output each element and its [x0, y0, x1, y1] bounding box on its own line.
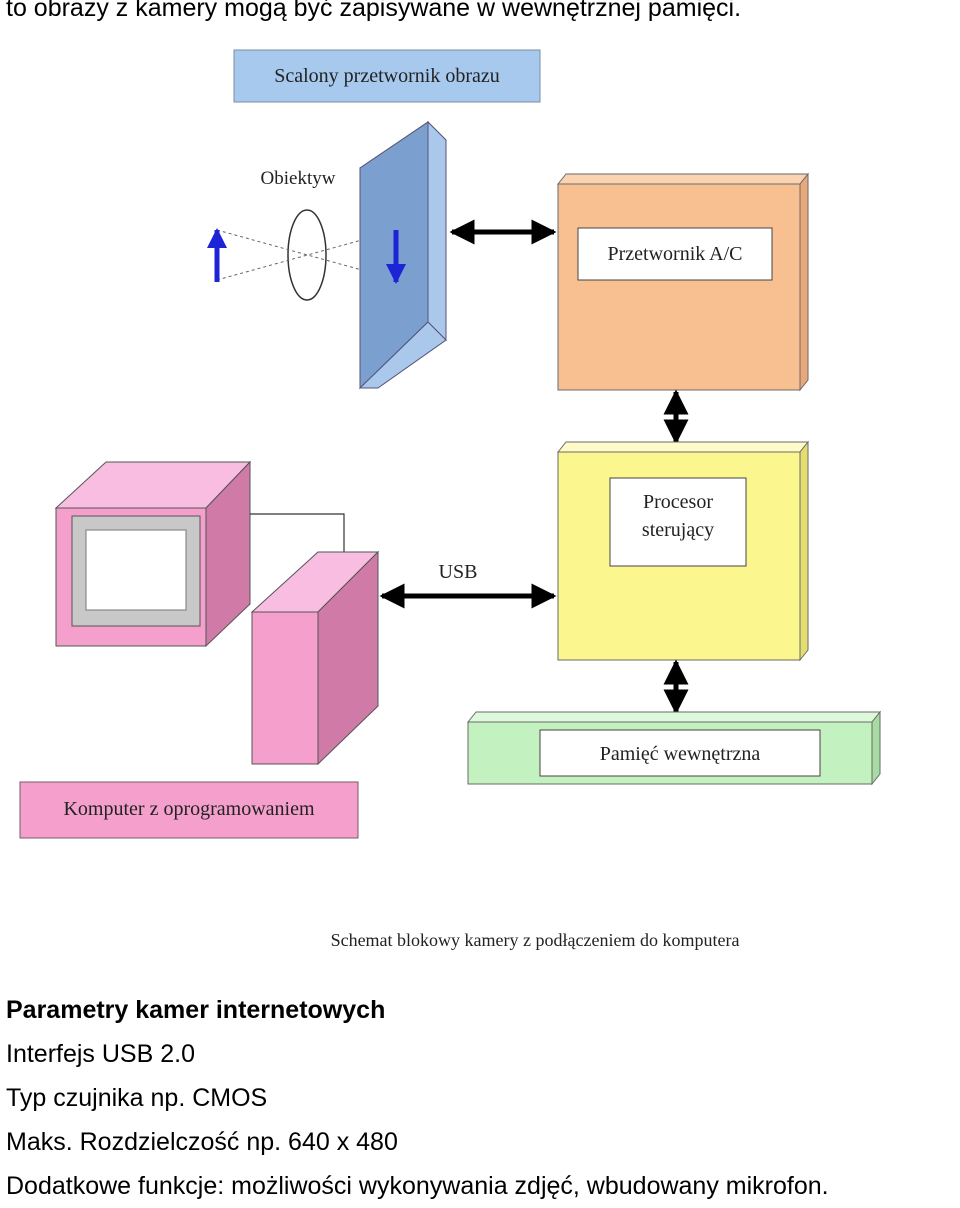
- parameters-section: Parametry kamer internetowych Interfejs …: [6, 988, 829, 1208]
- sensor-label-box: Scalony przetwornik obrazu: [233, 49, 541, 103]
- parameters-title: Parametry kamer internetowych: [6, 996, 386, 1024]
- computer-tower: [250, 550, 380, 766]
- memory-label: Pamięć wewnętrzna: [600, 743, 761, 765]
- sensor-label: Scalony przetwornik obrazu: [274, 65, 499, 87]
- image-sensor-panel: [358, 120, 447, 390]
- lens-label: Obiektyw: [261, 168, 336, 189]
- monitor-cable: [250, 513, 345, 552]
- parameter-line-sensor: Typ czujnika np. CMOS: [6, 1084, 268, 1112]
- parameter-line-features: Dodatkowe funkcje: możliwości wykonywani…: [6, 1172, 829, 1200]
- adc-label: Przetwornik A/C: [608, 243, 743, 265]
- parameter-line-interface: Interfejs USB 2.0: [6, 1040, 195, 1068]
- camera-block-diagram: Scalony przetwornik obrazu Obiektyw Prze…: [19, 49, 882, 950]
- computer-label-box: Komputer z oprogramowaniem: [19, 781, 359, 839]
- adc-block: Przetwornik A/C: [556, 172, 810, 392]
- cpu-label-line1: Procesor: [643, 491, 713, 513]
- intro-text: to obrazy z kamery mogą być zapisywane w…: [6, 0, 742, 22]
- computer-label: Komputer z oprogramowaniem: [63, 798, 314, 820]
- memory-block: Pamięć wewnętrzna: [466, 710, 882, 786]
- cpu-block: Procesor sterujący: [556, 440, 810, 662]
- diagram-caption: Schemat blokowy kamery z podłączeniem do…: [331, 930, 740, 950]
- cpu-label-line2: sterujący: [642, 519, 714, 541]
- monitor-icon: [54, 460, 252, 648]
- parameter-line-resolution: Maks. Rozdzielczość np. 640 x 480: [6, 1128, 398, 1156]
- usb-label: USB: [439, 561, 478, 583]
